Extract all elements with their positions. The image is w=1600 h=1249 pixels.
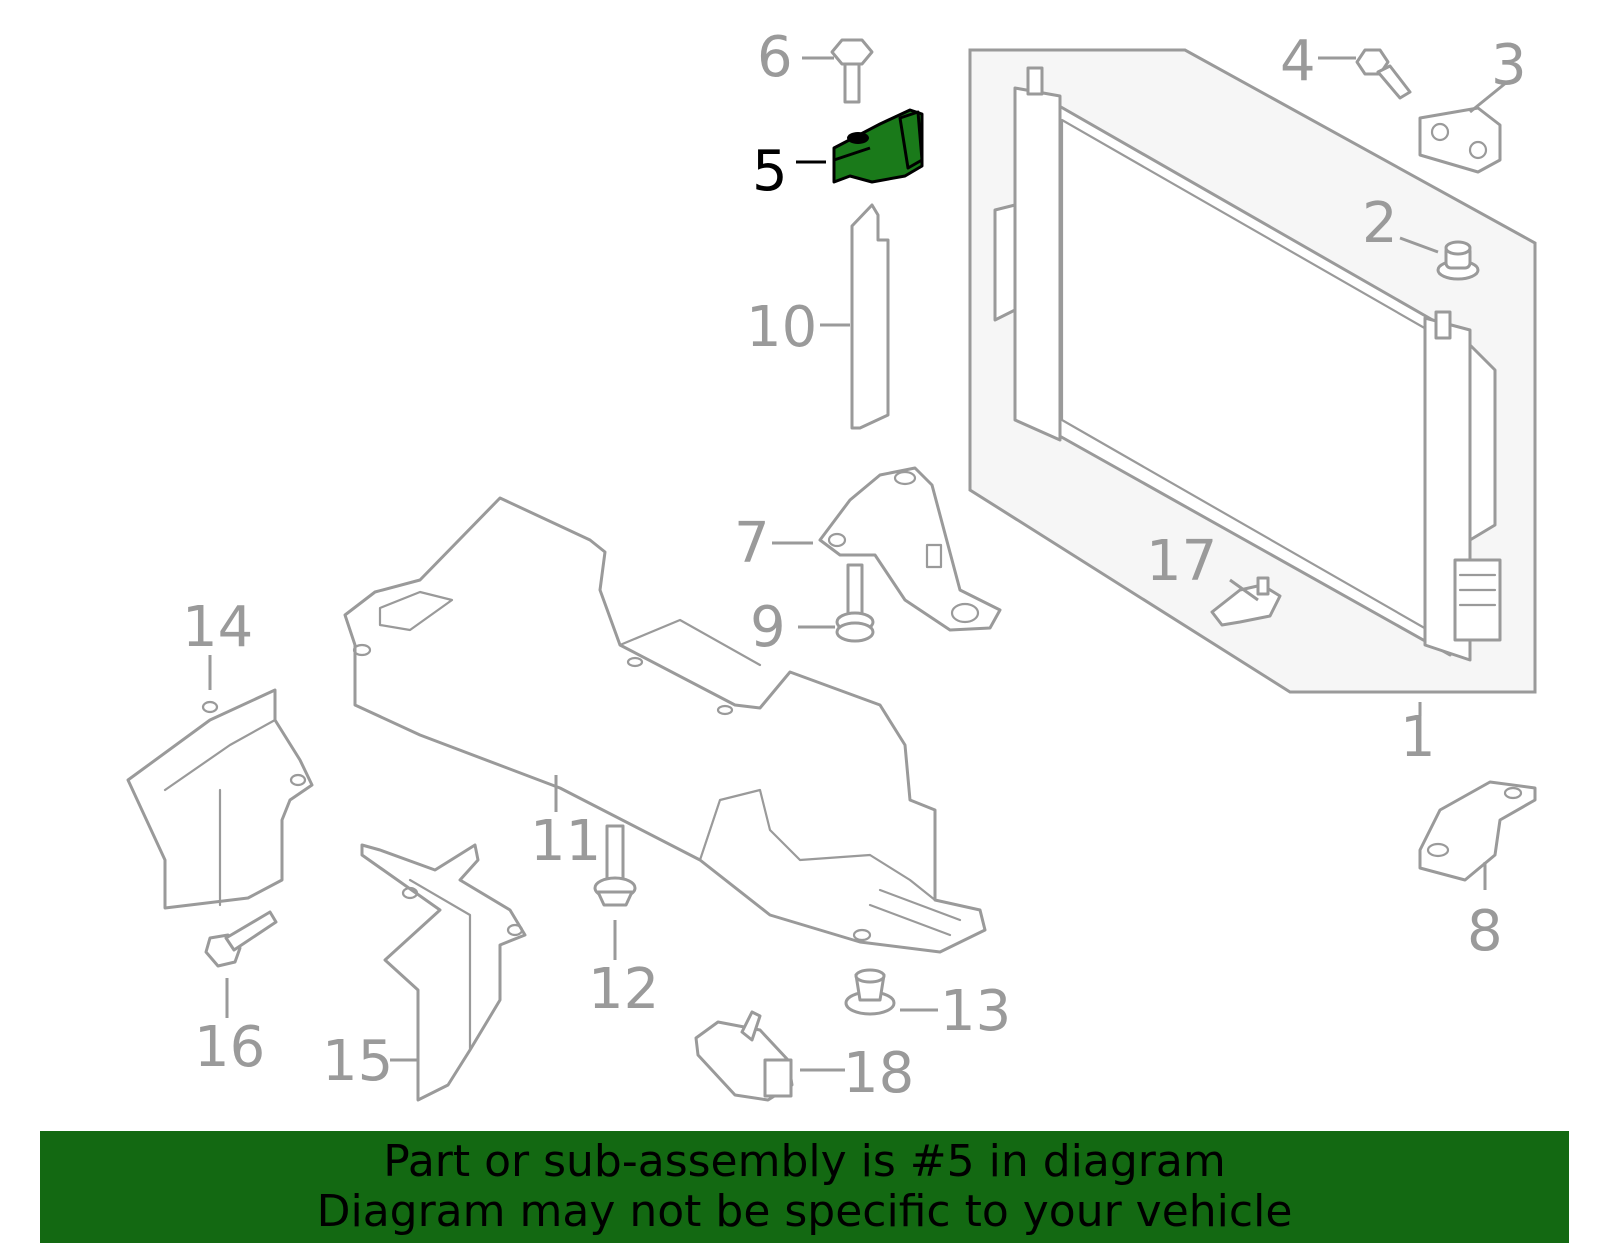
part-7-bracket[interactable] — [818, 466, 1002, 632]
callout-17: 17 — [1146, 529, 1217, 594]
part-1-radiator[interactable] — [968, 48, 1537, 694]
part-10-deflector[interactable] — [850, 203, 890, 430]
callout-15: 15 — [322, 1029, 393, 1094]
leader-lines — [208, 56, 1508, 1072]
callout-10: 10 — [746, 295, 817, 360]
part-9-bolt[interactable] — [835, 563, 875, 643]
part-13-grommet[interactable] — [844, 968, 896, 1016]
part-16-bolt[interactable] — [204, 910, 278, 968]
part-2-grommet[interactable] — [1436, 240, 1480, 281]
part-11-lower-support[interactable] — [343, 496, 987, 954]
callout-13: 13 — [940, 979, 1011, 1044]
banner-line-1: Part or sub-assembly is #5 in diagram — [383, 1136, 1226, 1187]
part-14-left-air-guide[interactable] — [126, 688, 314, 910]
callout-3: 3 — [1491, 33, 1527, 98]
part-4-bolt[interactable] — [1355, 48, 1412, 100]
callout-11: 11 — [530, 809, 601, 874]
part-5-bracket-highlighted[interactable] — [832, 108, 924, 184]
banner-line-2: Diagram may not be specific to your vehi… — [316, 1186, 1293, 1237]
part-18-sensor[interactable] — [694, 1010, 794, 1102]
callout-1: 1 — [1400, 705, 1436, 770]
callout-8: 8 — [1467, 899, 1503, 964]
callout-numbers: 1 2 3 4 5 6 7 8 9 10 11 12 13 14 15 16 1… — [182, 25, 1527, 1106]
callout-6: 6 — [757, 25, 793, 90]
callout-14: 14 — [182, 595, 253, 660]
callout-5: 5 — [752, 139, 788, 204]
info-banner: Part or sub-assembly is #5 in diagram Di… — [40, 1131, 1569, 1243]
callout-16: 16 — [194, 1015, 265, 1080]
part-8-bracket[interactable] — [1418, 780, 1537, 882]
callout-18: 18 — [843, 1041, 914, 1106]
part-3-mount-plate[interactable] — [1418, 106, 1502, 174]
part-15-right-air-guide[interactable] — [360, 843, 527, 1102]
part-12-bolt[interactable] — [593, 824, 637, 907]
callout-12: 12 — [588, 957, 659, 1022]
callout-7: 7 — [734, 511, 770, 576]
callout-4: 4 — [1280, 29, 1316, 94]
part-6-bolt[interactable] — [830, 38, 874, 104]
callout-9: 9 — [750, 595, 786, 660]
callout-2: 2 — [1362, 191, 1398, 256]
